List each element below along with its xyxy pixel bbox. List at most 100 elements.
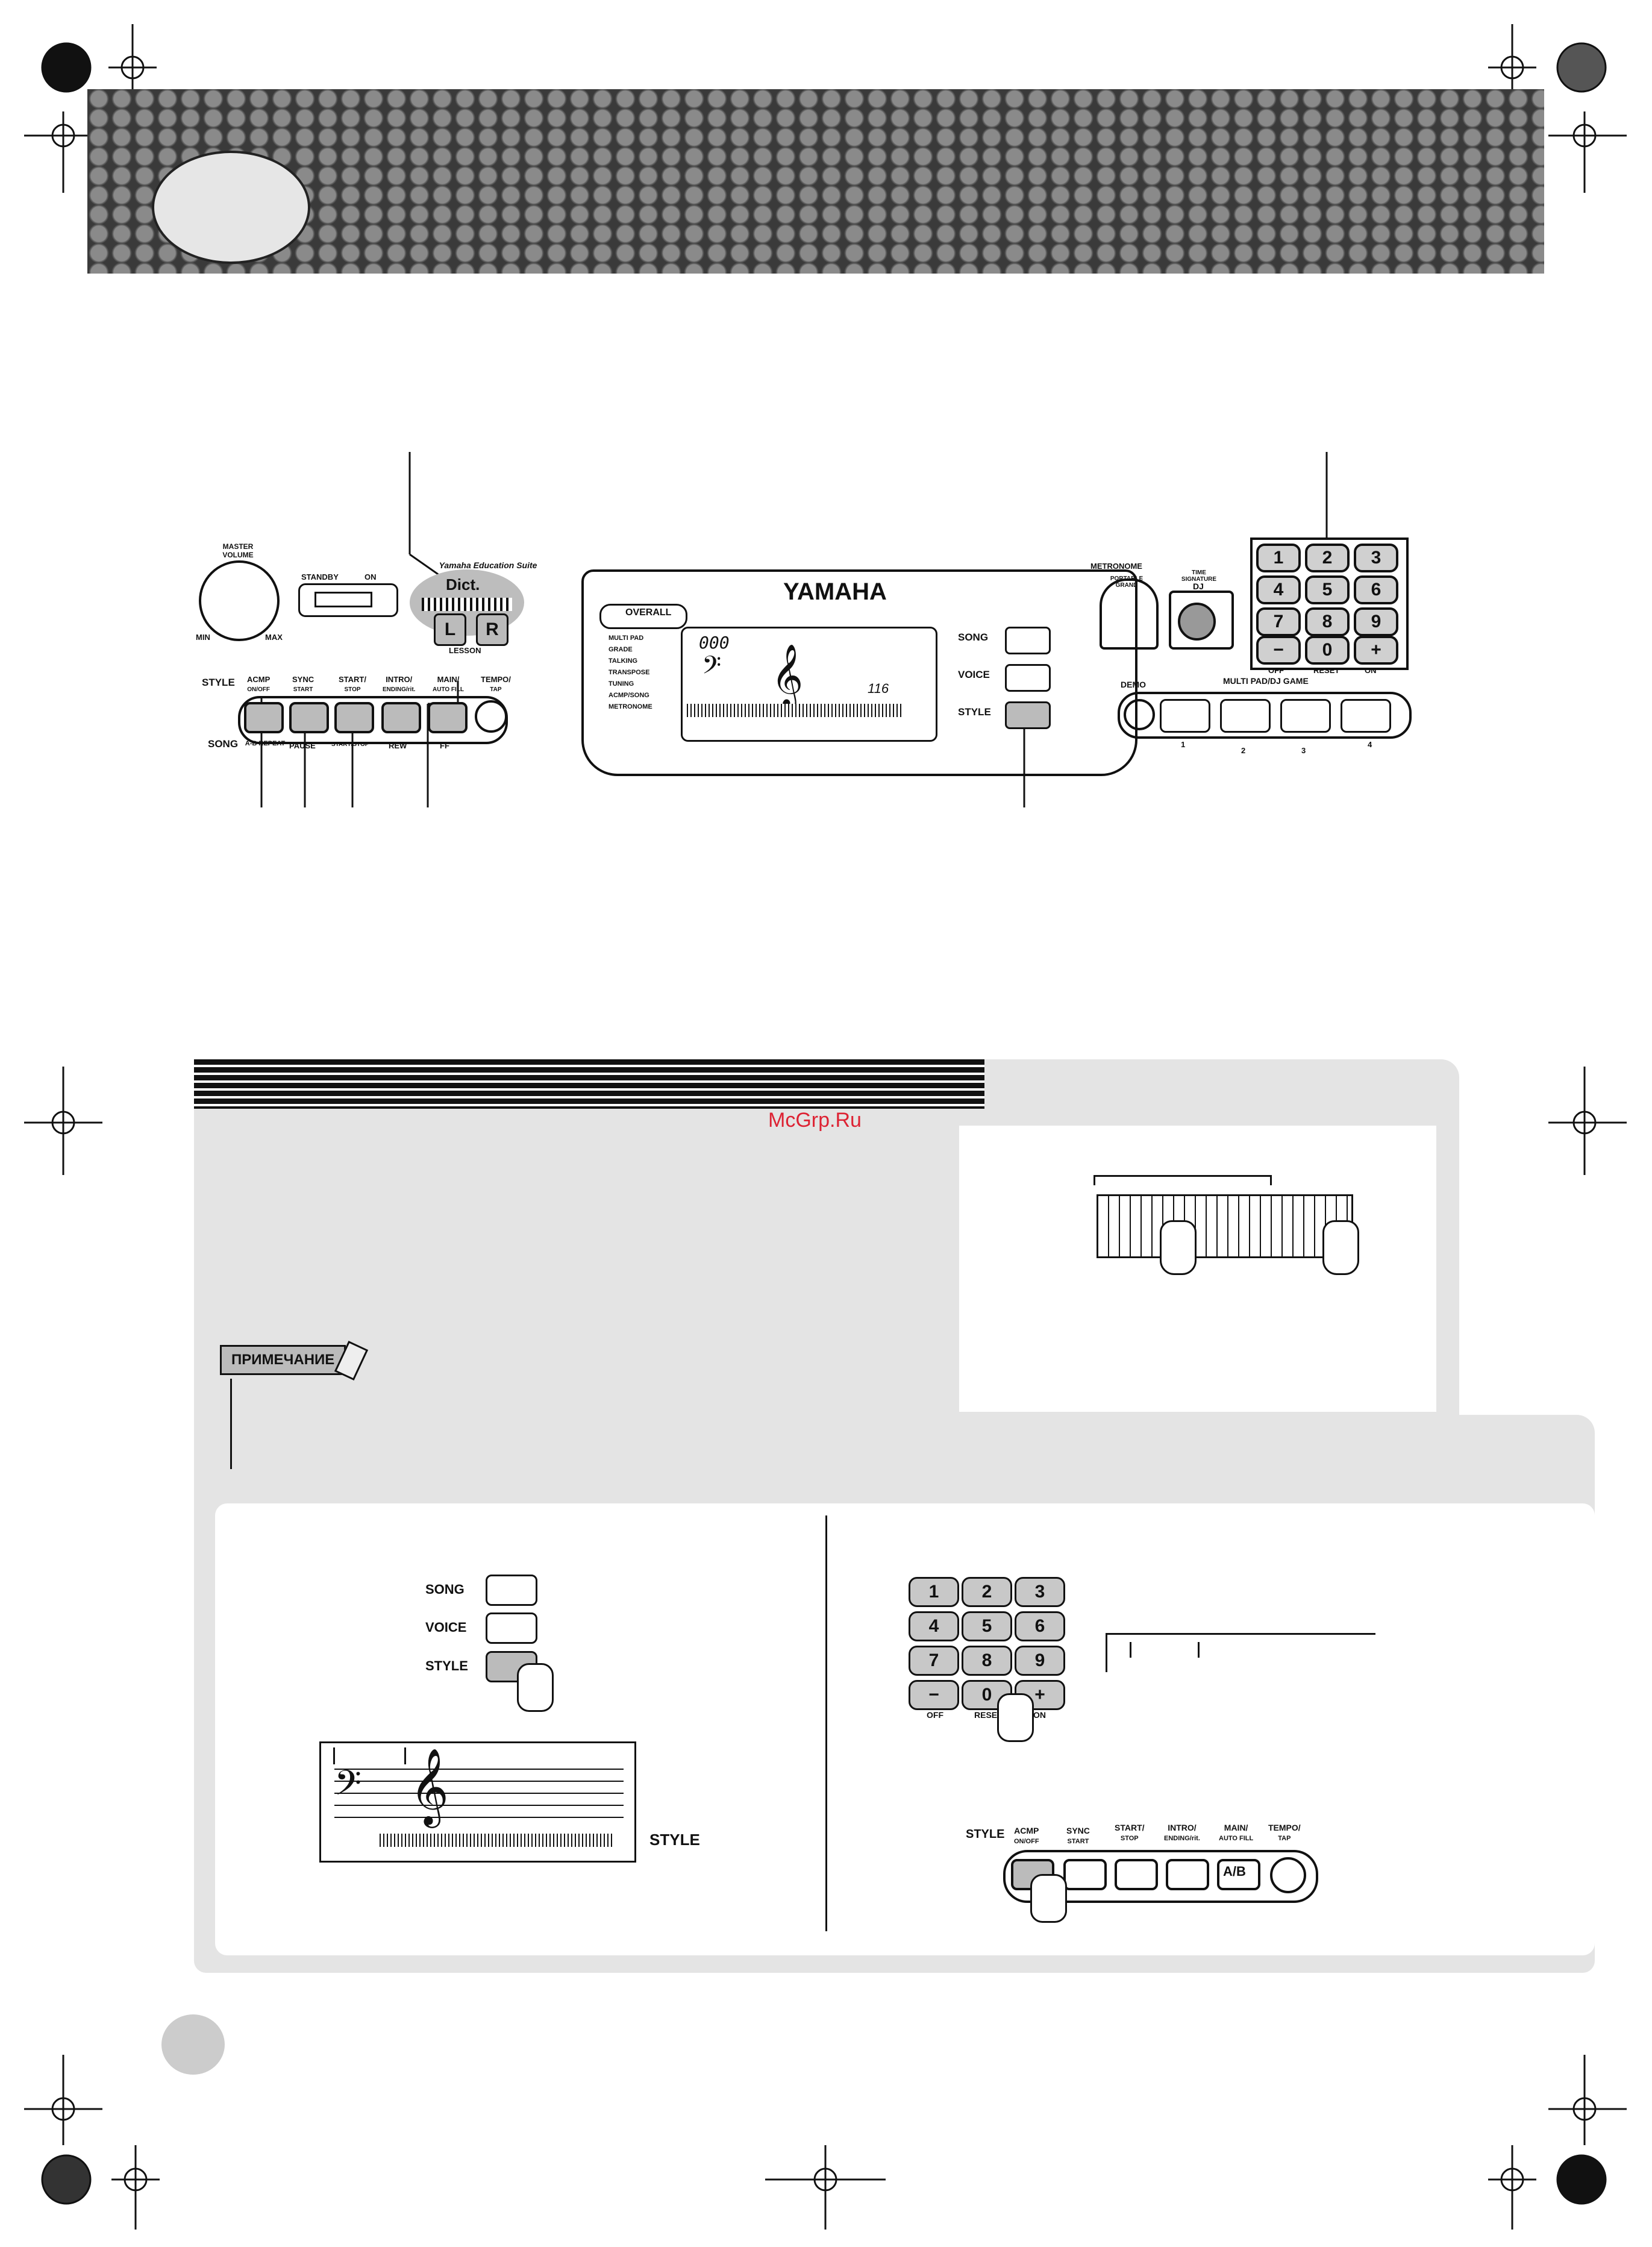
on-label-keypad: ON	[1365, 666, 1377, 675]
keypad-key-3[interactable]: 3	[1354, 544, 1398, 572]
metronome-label: METRONOME	[1090, 562, 1142, 571]
keyboard-bracket	[1094, 1175, 1272, 1185]
keypad-key-1[interactable]: 1	[1256, 544, 1301, 572]
main-label: MAIN/AUTO FILL	[433, 675, 465, 693]
mini-keyboard-icon	[422, 598, 512, 611]
tempo-tap-button[interactable]	[475, 700, 507, 733]
step-key-2[interactable]: 2	[962, 1577, 1012, 1607]
keypad-key-4[interactable]: 4	[1256, 575, 1301, 604]
step-key-4[interactable]: 4	[909, 1611, 959, 1641]
keypad-key-0[interactable]: 0	[1305, 636, 1350, 665]
steps-panel	[215, 1503, 1595, 1955]
lesson-label: LESSON	[449, 646, 481, 655]
treble-clef-icon: 𝄞	[771, 644, 804, 707]
step-intro-label: INTRO/ENDING/rit.	[1164, 1823, 1200, 1842]
keypad-key-8[interactable]: 8	[1305, 607, 1350, 636]
step-tempo-button[interactable]	[1270, 1857, 1306, 1893]
step-lcd-staff	[334, 1769, 624, 1823]
pointing-hand-icon	[517, 1663, 554, 1712]
steps-divider	[825, 1515, 827, 1931]
keypad-key-7[interactable]: 7	[1256, 607, 1301, 636]
acmp-button[interactable]	[244, 702, 284, 733]
lcd-tempo: 116	[868, 681, 889, 696]
lesson-r-button[interactable]: R	[476, 613, 508, 646]
portable-grand-button[interactable]	[1100, 578, 1159, 650]
menu-item: ACMP/SONG	[609, 692, 649, 699]
step-treble-clef-icon: 𝄞	[410, 1747, 449, 1825]
portable-grand-label: PORTABLE GRAND	[1110, 575, 1144, 589]
intro-label: INTRO/ENDING/rit.	[383, 675, 416, 693]
dj-label: DJ	[1193, 581, 1204, 591]
song-row-label: SONG	[208, 738, 239, 750]
master-volume-knob[interactable]	[199, 560, 280, 641]
voice-select-button[interactable]	[1005, 664, 1051, 692]
section-stripe	[194, 1059, 984, 1109]
keypad-key-plus[interactable]: +	[1354, 636, 1398, 665]
note-badge: ПРИМЕЧАНИЕ	[220, 1345, 346, 1375]
lcd-screen	[681, 627, 937, 742]
brand-logo: YAMAHA	[783, 578, 887, 605]
step-key-6[interactable]: 6	[1015, 1611, 1065, 1641]
pad-button-1[interactable]	[1160, 699, 1210, 733]
step-lcd-keyboard	[380, 1834, 615, 1847]
step-ab-button[interactable]	[1217, 1859, 1260, 1890]
intro-ending-button[interactable]	[381, 702, 421, 733]
step-key-5[interactable]: 5	[962, 1611, 1012, 1641]
ab-repeat-label: A-B REPEAT	[245, 740, 286, 747]
keypad-key-6[interactable]: 6	[1354, 575, 1398, 604]
sync-start-button[interactable]	[289, 702, 329, 733]
step-startstop-button[interactable]	[1115, 1859, 1158, 1890]
keypad-key-5[interactable]: 5	[1305, 575, 1350, 604]
note-line	[230, 1379, 232, 1469]
multipad-strip	[1118, 692, 1412, 739]
step-key-8[interactable]: 8	[962, 1646, 1012, 1676]
overall-button[interactable]	[599, 604, 687, 629]
pad-button-4[interactable]	[1341, 699, 1391, 733]
song-select-button[interactable]	[1005, 627, 1051, 654]
dj-disc-icon	[1178, 603, 1216, 641]
step-intro-button[interactable]	[1166, 1859, 1209, 1890]
lcd-number: 000	[699, 633, 730, 653]
step-sync-button[interactable]	[1063, 1859, 1107, 1890]
menu-item: GRADE	[609, 646, 633, 653]
hand-left-icon	[1160, 1220, 1197, 1275]
lesson-l-button[interactable]: L	[434, 613, 466, 646]
demo-button[interactable]	[1124, 699, 1155, 730]
keypad-key-minus[interactable]: −	[1256, 636, 1301, 665]
on-label: ON	[365, 572, 377, 581]
step-key-7[interactable]: 7	[909, 1646, 959, 1676]
keypad-key-9[interactable]: 9	[1354, 607, 1398, 636]
step-song-button[interactable]	[486, 1575, 537, 1606]
step-key-3[interactable]: 3	[1015, 1577, 1065, 1607]
overall-label: OVERALL	[625, 607, 672, 618]
step-voice-label: VOICE	[425, 1620, 467, 1635]
song-btn-label: SONG	[958, 631, 989, 643]
step-tempo-label: TEMPO/TAP	[1268, 1823, 1301, 1842]
keypad-key-2[interactable]: 2	[1305, 544, 1350, 572]
pad-num-4: 4	[1368, 740, 1372, 749]
standby-label: STANDBY	[301, 572, 339, 581]
education-suite-label: Yamaha Education Suite	[439, 560, 537, 570]
style-select-button[interactable]	[1005, 701, 1051, 729]
pad-button-2[interactable]	[1220, 699, 1271, 733]
dj-button[interactable]	[1169, 591, 1234, 650]
main-autofill-button[interactable]	[428, 702, 468, 733]
watermark: McGrp.Ru	[768, 1109, 862, 1132]
header-band	[87, 89, 1544, 274]
step-style-strip	[1003, 1850, 1318, 1903]
standby-switch[interactable]	[298, 583, 398, 617]
number-keypad	[1250, 537, 1409, 670]
step-voice-button[interactable]	[486, 1612, 537, 1644]
demo-label: DEMO	[1121, 680, 1146, 689]
ff-label: FF	[440, 741, 449, 750]
pad-button-3[interactable]	[1280, 699, 1331, 733]
step-ab-label: A/B	[1223, 1864, 1246, 1879]
step-lcd-bracket	[333, 1747, 406, 1764]
step-key-minus[interactable]: −	[909, 1680, 959, 1710]
step-song-label: SONG	[425, 1582, 465, 1597]
start-stop-button[interactable]	[334, 702, 374, 733]
step-key-9[interactable]: 9	[1015, 1646, 1065, 1676]
step-key-1[interactable]: 1	[909, 1577, 959, 1607]
